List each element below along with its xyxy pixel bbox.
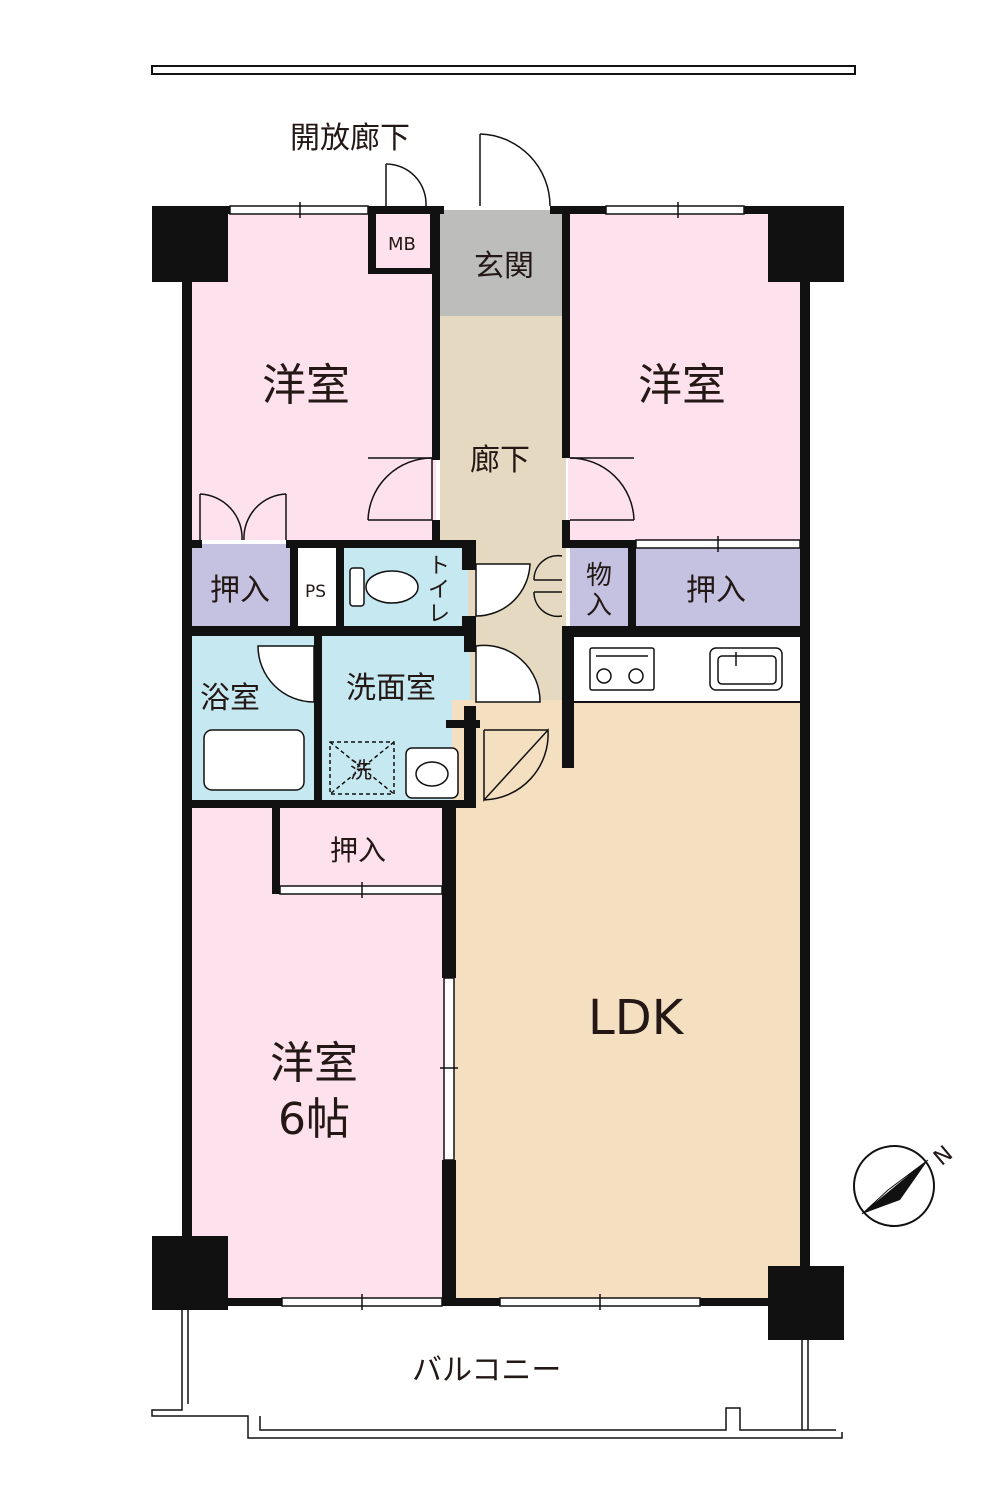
label-ldk: LDK [588,990,685,1046]
label-hall: 廊下 [470,443,530,478]
label-washer: 洗 [350,759,372,784]
ps-fill [298,546,338,628]
label-room-nw: 洋室 [262,360,350,411]
label-room-ne: 洋室 [638,360,726,411]
balcony-outline [151,1310,843,1439]
label-storage-1: 物 [586,561,612,591]
label-storage-2: 入 [586,591,612,621]
walls [182,206,810,1310]
label-closet-s: 押入 [330,834,386,867]
label-toilet-1: ト [428,554,450,579]
label-washroom: 洗面室 [346,671,436,706]
doors [199,133,635,802]
columns [152,206,844,1340]
room-ne-fill [568,210,806,542]
label-toilet-3: レ [428,602,450,627]
label-room-sw: 洋室 [270,1038,358,1089]
label-toilet-2: イ [428,578,450,603]
label-bath: 浴室 [200,681,260,716]
closet-e-fill [636,546,806,628]
label-closet-e: 押入 [686,573,746,608]
fixtures [203,567,783,799]
windows [229,202,801,1310]
label-meter-box: MB [388,234,416,255]
entrance-fill [440,210,566,316]
outside-railing [151,65,856,75]
label-room-sw-size: 6帖 [278,1094,350,1145]
compass-icon [853,1145,935,1227]
label-balcony: バルコニー [412,1353,561,1388]
label-pipe-space: PS [305,582,326,602]
storage-fill [570,546,630,628]
label-north: N [929,1141,958,1171]
label-closet-w: 押入 [210,573,270,608]
closet-w-fill [188,544,292,630]
room-nw-fill [188,210,436,540]
label-entrance: 玄関 [474,249,534,284]
label-corridor-outside: 開放廊下 [290,121,410,156]
